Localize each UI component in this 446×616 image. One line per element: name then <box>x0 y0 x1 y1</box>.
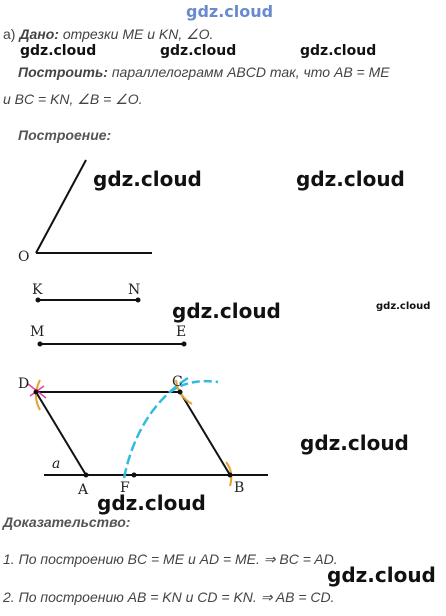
point-k <box>35 297 41 303</box>
label-d: D <box>18 376 29 392</box>
side-da <box>35 391 87 476</box>
given-label: Дано: <box>19 26 59 42</box>
construction-heading: Построение: <box>18 127 112 143</box>
watermark: gdz.cloud <box>97 491 206 515</box>
watermark: gdz.cloud <box>327 563 436 587</box>
point-m <box>37 341 43 347</box>
watermark: gdz.cloud <box>93 167 202 191</box>
part-label: а) <box>3 26 16 42</box>
point-d <box>33 389 39 395</box>
given-text: отрезки ME и KN, ∠O. <box>62 26 214 42</box>
watermark: gdz.cloud <box>300 43 377 59</box>
label-e: E <box>176 324 186 340</box>
watermark: gdz.cloud <box>300 431 409 455</box>
label-c: C <box>172 374 183 390</box>
label-line-a: a <box>52 456 60 472</box>
watermark: gdz.cloud <box>296 167 405 191</box>
label-n: N <box>128 282 140 298</box>
arc-orange-d <box>35 379 41 411</box>
label-f: F <box>120 480 130 496</box>
build-text: параллелограмм ABCD так, что AB = ME <box>111 64 390 80</box>
arc-blue-small <box>169 379 219 394</box>
build-line-2: и BC = KN, ∠B = ∠O. <box>3 91 143 107</box>
label-k: K <box>32 282 43 298</box>
watermark: gdz.cloud <box>160 43 237 59</box>
given-line: а) Дано: отрезки ME и KN, ∠O. <box>3 26 213 43</box>
label-a: A <box>77 482 89 498</box>
build-line: Построить: параллелограмм ABCD так, что … <box>18 64 390 80</box>
point-n <box>135 297 141 303</box>
build-label: Построить: <box>18 64 108 80</box>
point-e <box>181 341 187 347</box>
point-c <box>177 389 183 395</box>
point-f <box>131 472 137 478</box>
watermark-top: gdz.cloud <box>186 2 274 21</box>
point-a <box>83 472 89 478</box>
watermark: gdz.cloud <box>376 301 431 312</box>
label-b: B <box>234 480 244 496</box>
label-m: M <box>30 324 44 340</box>
arc-blue-large <box>122 376 189 479</box>
watermark: gdz.cloud <box>20 43 97 59</box>
angle-o-ray-slanted <box>35 159 87 254</box>
watermark: gdz.cloud <box>172 299 281 323</box>
label-o: O <box>18 249 29 265</box>
proof-line-2: 2. По построению AB = KN и CD = KN. ⇒ AB… <box>3 589 335 605</box>
point-b <box>227 472 233 478</box>
proof-line-1: 1. По построению BC = ME и AD = ME. ⇒ BC… <box>3 551 338 567</box>
side-cb <box>179 391 231 476</box>
proof-heading: Доказательство: <box>3 514 131 530</box>
